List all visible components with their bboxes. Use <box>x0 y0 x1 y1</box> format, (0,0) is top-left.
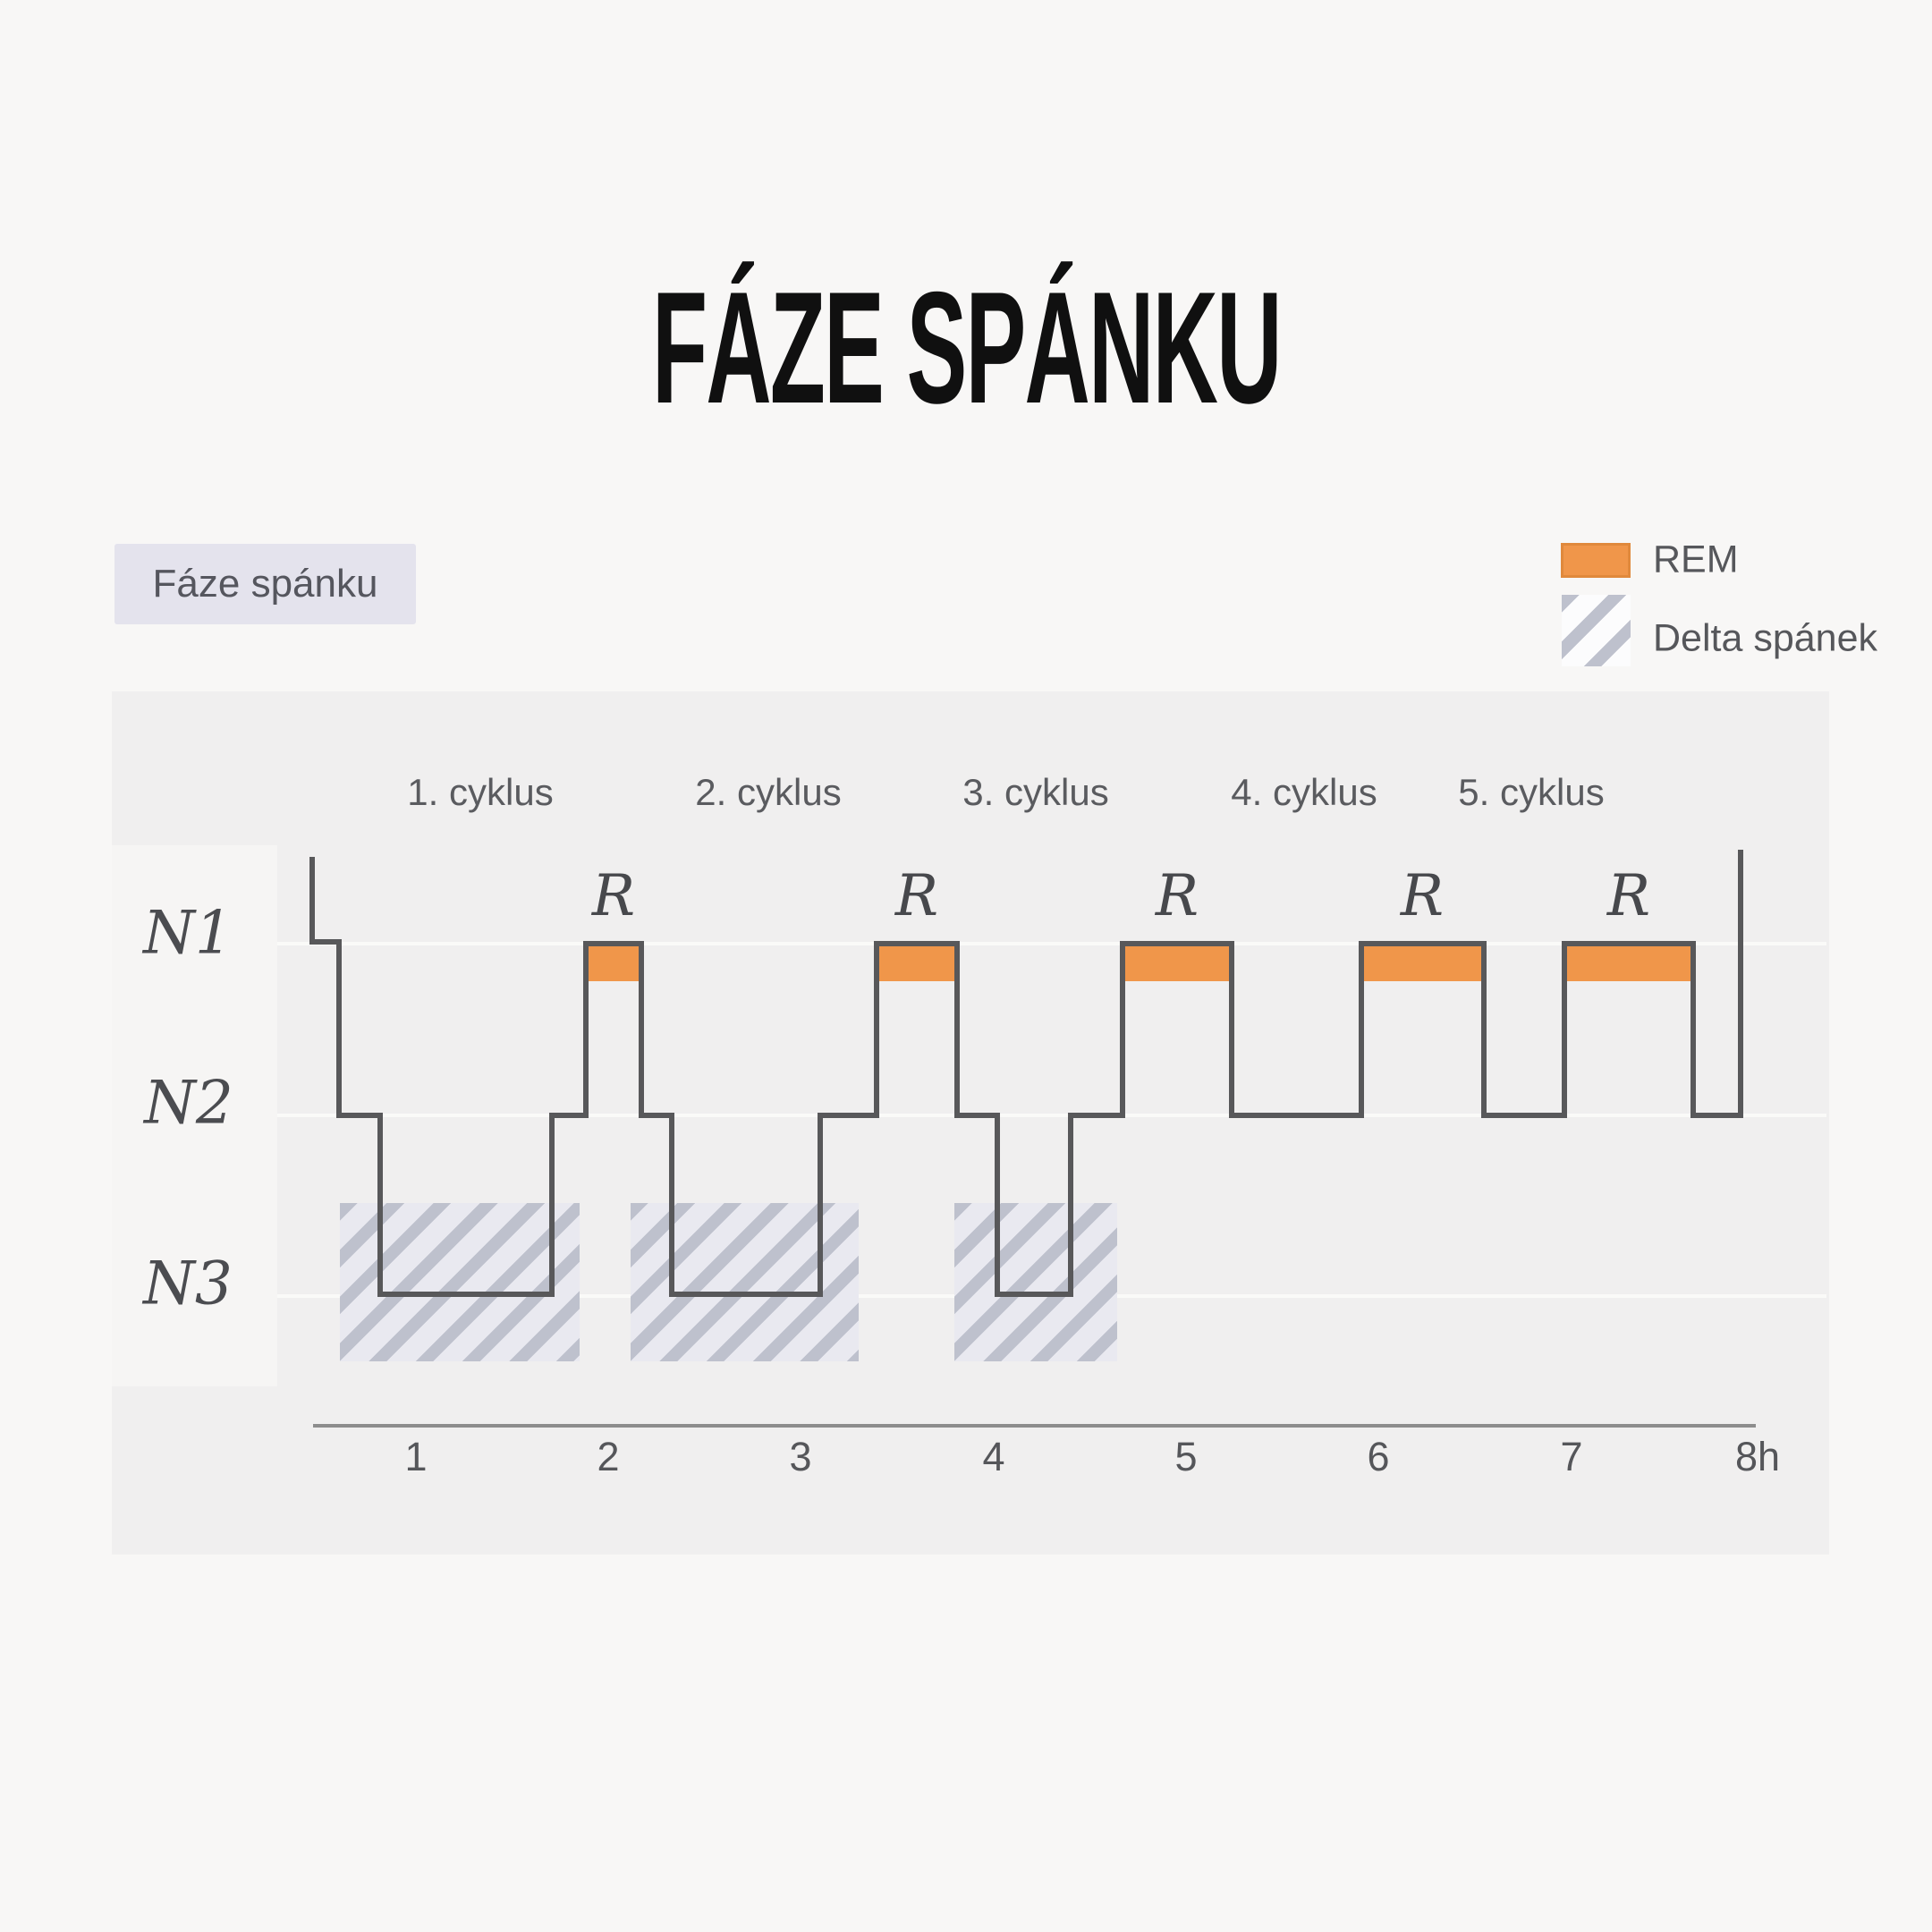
x-tick-3: 3 <box>789 1434 812 1479</box>
legend-delta-swatch <box>1562 595 1631 666</box>
delta-sleep-rect-2 <box>631 1203 859 1361</box>
sleep-phases-tag-label: Fáze spánku <box>152 562 378 606</box>
stage-axis-column <box>112 845 277 1386</box>
rem-marker-4: R <box>1400 863 1445 929</box>
legend-rem-swatch <box>1561 543 1631 578</box>
x-tick-2: 2 <box>597 1434 620 1479</box>
gridline-2 <box>277 1114 1826 1117</box>
rem-bar-4 <box>1361 944 1484 981</box>
rem-bar-1 <box>586 944 641 981</box>
rem-marker-1: R <box>591 863 636 929</box>
stage-label-n2: N2 <box>144 1068 233 1138</box>
x-tick-1: 1 <box>404 1434 428 1479</box>
x-tick-4: 4 <box>982 1434 1005 1479</box>
rem-marker-5: R <box>1606 863 1651 929</box>
cycle-label-3: 3. cyklus <box>962 771 1109 813</box>
stage-label-n1: N1 <box>143 898 233 968</box>
delta-sleep-rect-3 <box>954 1203 1117 1361</box>
x-tick-8h: 8h <box>1734 1434 1781 1479</box>
x-tick-7: 7 <box>1560 1434 1583 1479</box>
cycle-label-2: 2. cyklus <box>695 771 842 813</box>
delta-sleep-rect-1 <box>340 1203 580 1361</box>
rem-bar-5 <box>1564 944 1693 981</box>
cycle-label-1: 1. cyklus <box>407 771 554 813</box>
x-axis-line <box>313 1424 1756 1428</box>
page-title: FÁZE SPÁNKU <box>651 258 1282 436</box>
stage-label-n3: N3 <box>143 1249 233 1318</box>
rem-marker-2: R <box>894 863 939 929</box>
rem-bar-2 <box>877 944 957 981</box>
x-tick-5: 5 <box>1174 1434 1198 1479</box>
rem-marker-3: R <box>1155 863 1199 929</box>
x-tick-6: 6 <box>1367 1434 1390 1479</box>
cycle-label-5: 5. cyklus <box>1458 771 1605 813</box>
rem-bar-3 <box>1123 944 1232 981</box>
legend-delta-label: Delta spánek <box>1653 616 1877 660</box>
legend-rem-label: REM <box>1653 538 1739 581</box>
cycle-label-4: 4. cyklus <box>1231 771 1377 813</box>
sleep-phases-tag: Fáze spánku <box>114 544 416 624</box>
